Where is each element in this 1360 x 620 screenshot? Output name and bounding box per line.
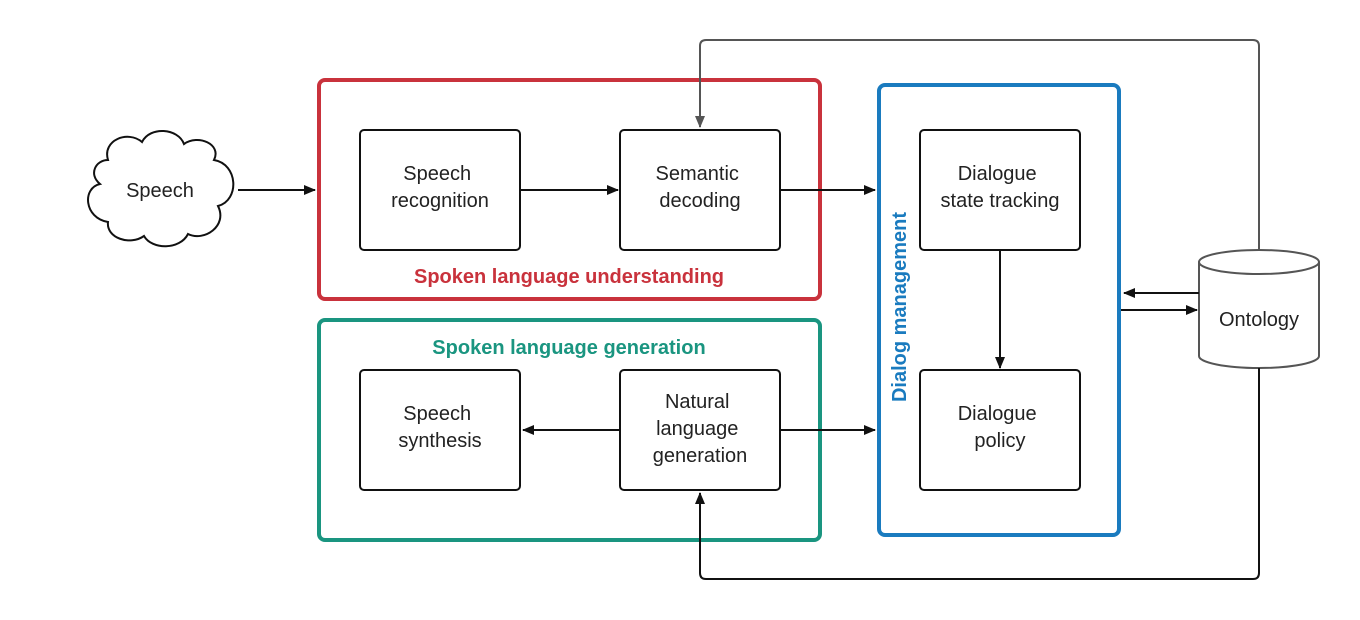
ontology-cylinder: Ontology [1198, 249, 1320, 369]
dialogue-policy-label: Dialogue policy [958, 403, 1043, 452]
arrow-ontology-to-semantic-decoding [695, 39, 1260, 250]
speech-source-label: Speech [126, 180, 194, 202]
semantic-decoding-label: Semantic decoding [656, 163, 745, 212]
spoken-language-generation-label: Spoken language generation [432, 337, 705, 359]
speech-synthesis-label: Speech synthesis [398, 403, 481, 452]
natural-language-generation-box: Natural language generation [619, 369, 781, 491]
speech-recognition-box: Speech recognition [359, 129, 521, 251]
dialogue-policy-box: Dialogue policy [919, 369, 1081, 491]
natural-language-generation-label: Natural language generation [653, 391, 748, 467]
dialog-management-group [877, 83, 1121, 537]
dialogue-state-tracking-label: Dialogue state tracking [941, 163, 1060, 212]
speech-synthesis-box: Speech synthesis [359, 369, 521, 491]
dialog-management-label: Dialog management [889, 212, 911, 402]
speech-cloud-shape [87, 130, 235, 248]
semantic-decoding-box: Semantic decoding [619, 129, 781, 251]
dialogue-state-tracking-box: Dialogue state tracking [919, 129, 1081, 251]
ontology-label: Ontology [1219, 309, 1299, 331]
spoken-language-understanding-label: Spoken language understanding [414, 266, 724, 288]
arrow-ontology-to-nlg [695, 368, 1260, 580]
speech-recognition-label: Speech recognition [391, 163, 489, 212]
